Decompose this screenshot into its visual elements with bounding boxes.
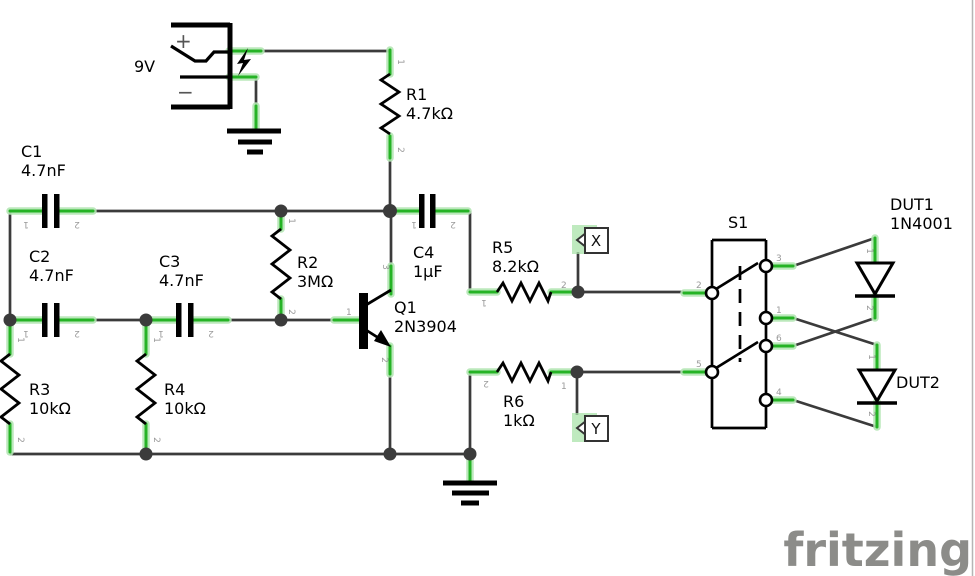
- dut1-value: 1N4001: [890, 214, 953, 233]
- ground-symbol-battery[interactable]: [227, 128, 281, 155]
- q1-ref: Q1: [394, 298, 417, 317]
- s1-pin6-label: 6: [776, 334, 782, 344]
- switch-s1[interactable]: S1 2 5 3 1 6 4: [696, 213, 782, 430]
- c2-pin1-label: 1: [23, 328, 29, 338]
- s1-pin3-contact[interactable]: [758, 258, 774, 274]
- q1-pin3-label: 3: [380, 264, 390, 270]
- wire-s1p3-dut1[interactable]: [792, 236, 876, 268]
- dut1-ref: DUT1: [890, 195, 934, 214]
- diode-dut2[interactable]: DUT2 1 2: [856, 354, 940, 417]
- r6-pin1-label: 1: [561, 382, 567, 392]
- q1-pin2-label: 2: [379, 357, 389, 363]
- s1-pin2-contact[interactable]: [704, 285, 720, 301]
- resistor-r4[interactable]: R4 10kΩ 1 2: [134, 337, 206, 443]
- r1-pin1-label: 1: [395, 59, 405, 65]
- ground-symbol-main[interactable]: [443, 480, 497, 506]
- capacitor-c4[interactable]: C4 1µF 1 2: [411, 194, 456, 281]
- net-flag-x-label: X: [591, 232, 601, 250]
- s1-pin2-label: 2: [696, 281, 702, 291]
- r4-pin2-label: 2: [151, 437, 161, 443]
- s1-pin1-label: 1: [776, 306, 782, 316]
- battery-9v[interactable]: 9V + −: [134, 22, 251, 110]
- c1-ref: C1: [21, 142, 42, 161]
- c1-value: 4.7nF: [21, 161, 66, 180]
- c1-pin2-label: 2: [74, 219, 80, 229]
- q1-pin1-label: 1: [346, 308, 352, 318]
- dut2-ref: DUT2: [896, 373, 940, 392]
- battery-minus-sign: −: [177, 80, 194, 104]
- s1-ref: S1: [728, 213, 748, 232]
- r2-ref: R2: [297, 253, 318, 272]
- diode-dut1[interactable]: DUT1 1N4001 1 2: [854, 195, 953, 311]
- resistor-r3[interactable]: R3 10kΩ 1 2: [0, 337, 71, 443]
- r5-value: 8.2kΩ: [492, 257, 539, 276]
- c4-pin1-label: 1: [411, 219, 417, 229]
- c2-ref: C2: [29, 247, 50, 266]
- c3-pin1-label: 1: [158, 328, 164, 338]
- s1-pin4-label: 4: [776, 388, 782, 398]
- net-flag-y[interactable]: Y: [572, 413, 609, 442]
- capacitor-c1[interactable]: C1 4.7nF 1 2: [21, 142, 80, 229]
- battery-bolt-icon: [237, 48, 251, 76]
- net-flag-x[interactable]: X: [572, 225, 609, 254]
- dut1-pin1-label: 1: [864, 248, 874, 254]
- s1-pin3-label: 3: [776, 254, 782, 264]
- r3-pin1-label: 1: [15, 337, 25, 343]
- fritzing-watermark: fritzing: [783, 523, 972, 576]
- r5-pin2-label: 2: [561, 281, 567, 291]
- c3-ref: C3: [159, 252, 180, 271]
- r4-value: 10kΩ: [164, 399, 206, 418]
- r3-pin2-label: 2: [15, 437, 25, 443]
- c4-pin2-label: 2: [450, 219, 456, 229]
- r6-ref: R6: [503, 392, 524, 411]
- resistor-r2[interactable]: R2 3MΩ 1 2: [269, 218, 333, 315]
- r3-value: 10kΩ: [29, 399, 71, 418]
- r1-pin2-label: 2: [395, 147, 405, 153]
- r5-pin1-label: 1: [481, 297, 487, 307]
- r4-pin1-label: 1: [151, 337, 161, 343]
- battery-voltage-label: 9V: [134, 57, 155, 76]
- resistor-r6[interactable]: R6 1kΩ 2 1: [483, 359, 567, 430]
- s1-pin5-label: 5: [696, 360, 702, 370]
- net-flag-y-label: Y: [590, 420, 601, 438]
- s1-pin1-contact[interactable]: [758, 310, 774, 326]
- c4-ref: C4: [413, 243, 434, 262]
- c2-value: 4.7nF: [29, 266, 74, 285]
- s1-pin6-contact[interactable]: [758, 338, 774, 354]
- r2-value: 3MΩ: [297, 272, 333, 291]
- r1-value: 4.7kΩ: [406, 104, 453, 123]
- r2-pin2-label: 2: [286, 309, 296, 315]
- wire-s1p6-dut1[interactable]: [792, 316, 876, 348]
- s1-pin4-contact[interactable]: [758, 392, 774, 408]
- resistor-r5[interactable]: R5 8.2kΩ 1 2: [481, 238, 567, 307]
- junction-dots: [3, 204, 585, 461]
- r3-ref: R3: [29, 380, 50, 399]
- r4-ref: R4: [164, 380, 185, 399]
- c1-pin1-label: 1: [23, 219, 29, 229]
- dut1-pin2-label: 2: [864, 305, 874, 311]
- dut2-pin2-label: 2: [866, 411, 876, 417]
- r1-ref: R1: [406, 85, 427, 104]
- wire-s1p4-dut2[interactable]: [792, 398, 878, 429]
- c2-pin2-label: 2: [74, 328, 80, 338]
- resistor-r1[interactable]: R1 4.7kΩ 1 2: [378, 59, 453, 153]
- q1-emitter-arrow-icon: [374, 330, 391, 347]
- battery-plus-sign: +: [175, 29, 192, 53]
- c4-value: 1µF: [413, 262, 443, 281]
- r2-pin1-label: 1: [286, 218, 296, 224]
- r6-pin2-label: 2: [483, 378, 489, 388]
- s1-pin5-contact[interactable]: [704, 364, 720, 380]
- capacitor-c2[interactable]: C2 4.7nF 1 2: [23, 247, 80, 338]
- r6-value: 1kΩ: [503, 411, 535, 430]
- transistor-q1[interactable]: Q1 2N3904 3 1 2: [346, 264, 457, 363]
- c3-value: 4.7nF: [159, 271, 204, 290]
- capacitor-c3[interactable]: C3 4.7nF 1 2: [158, 252, 214, 338]
- q1-value: 2N3904: [394, 317, 457, 336]
- c3-pin2-label: 2: [208, 328, 214, 338]
- dut2-pin1-label: 1: [866, 354, 876, 360]
- r5-ref: R5: [492, 238, 513, 257]
